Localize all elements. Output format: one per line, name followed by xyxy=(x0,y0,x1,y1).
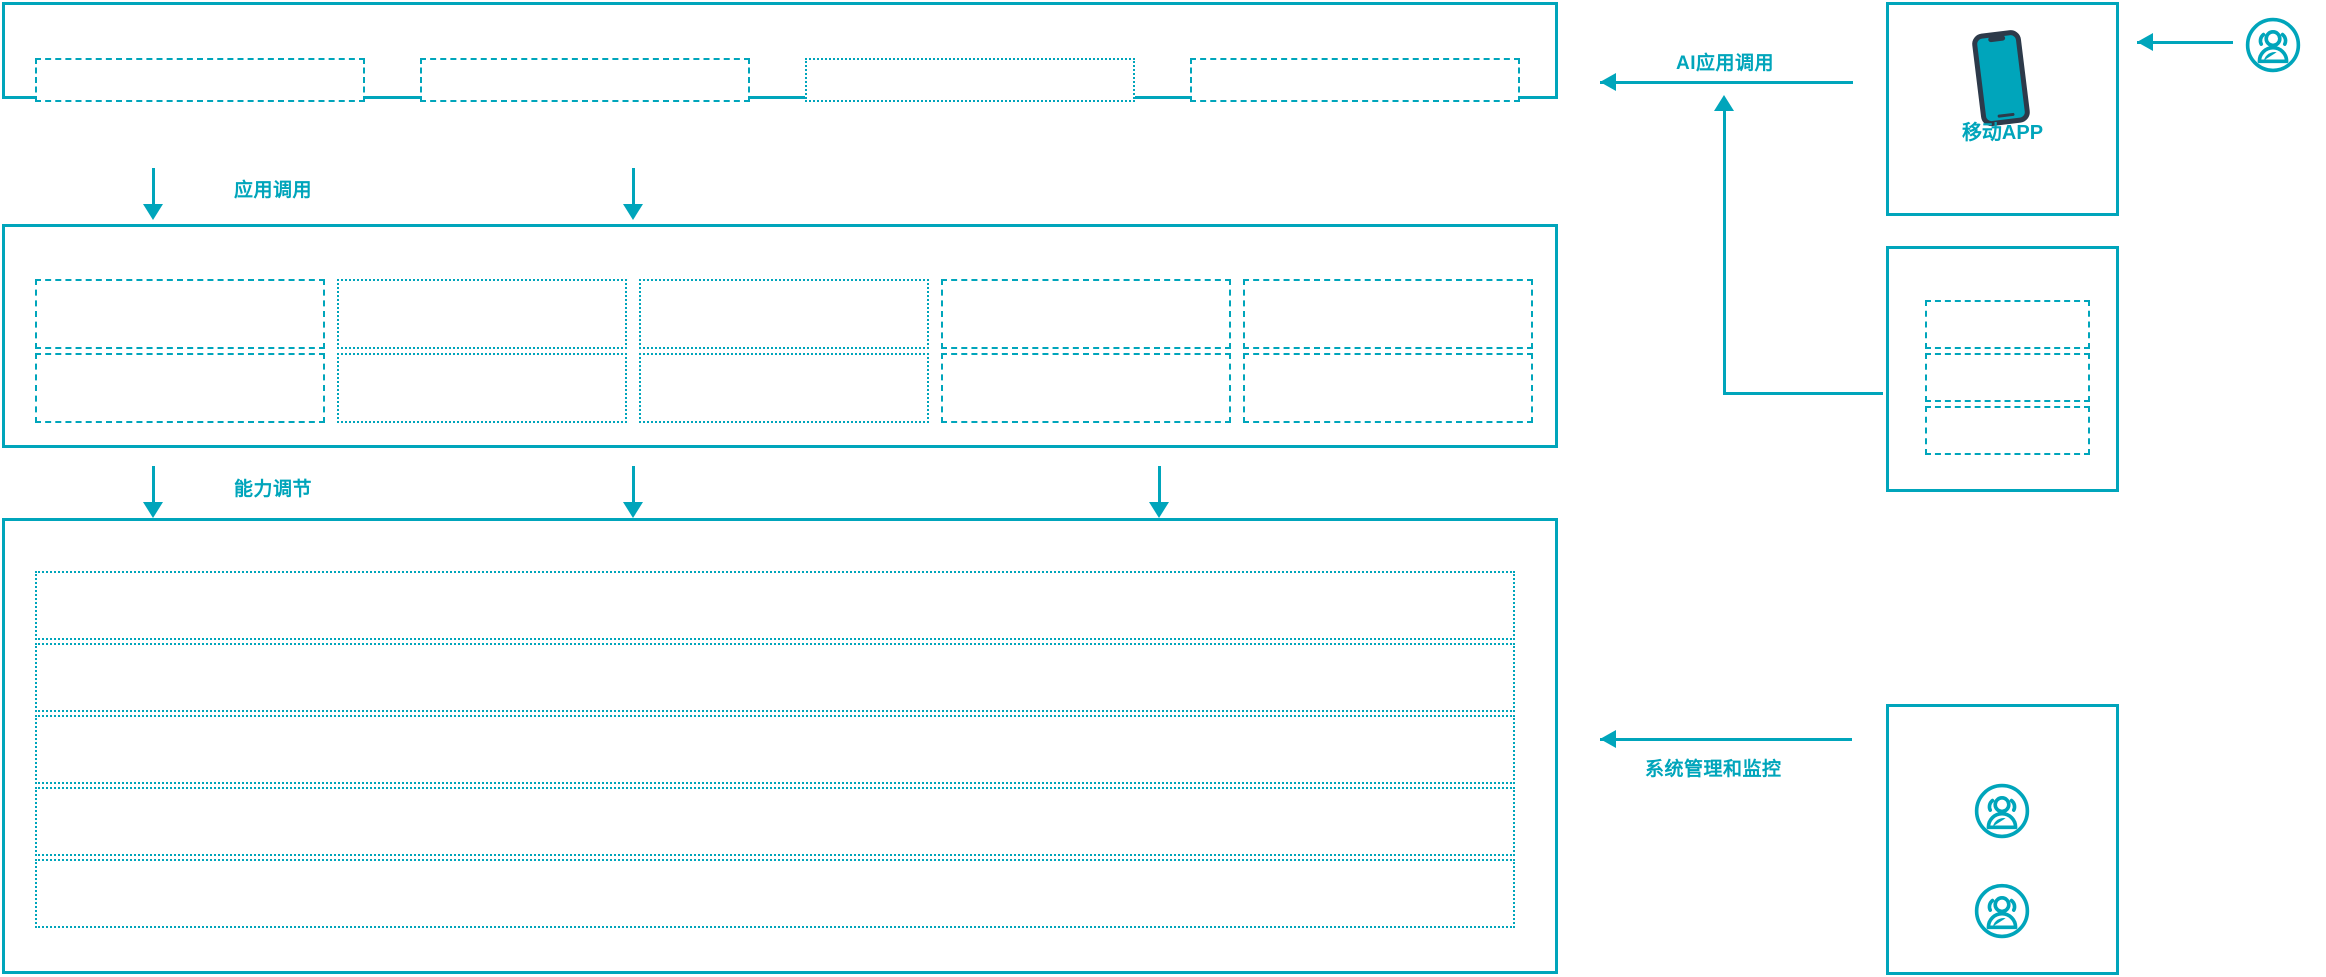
operations-card[interactable] xyxy=(1886,704,2119,975)
capability-box-r2c1[interactable] xyxy=(35,353,325,423)
end-user-actor[interactable] xyxy=(2242,14,2304,76)
capability-box-r2c3[interactable] xyxy=(639,353,929,423)
application-layer-box-2[interactable] xyxy=(420,58,750,102)
capability-box-r1c2[interactable] xyxy=(337,279,627,349)
capability-box-r2c5[interactable] xyxy=(1243,353,1533,423)
platform-layer-row-3[interactable] xyxy=(35,715,1515,784)
mobile-app-card-label: 移动APP xyxy=(1961,122,2044,144)
capability-box-r2c4[interactable] xyxy=(941,353,1231,423)
capability-box-r1c1[interactable] xyxy=(35,279,325,349)
platform-layer-row-1[interactable] xyxy=(35,571,1515,640)
capability-adjust-label: 能力调节 xyxy=(234,479,313,500)
channel-card-row-1[interactable] xyxy=(1925,300,2090,349)
application-layer-box-3[interactable] xyxy=(805,58,1135,102)
channel-card-row-3[interactable] xyxy=(1925,406,2090,455)
system-admin-monitor-label: 系统管理和监控 xyxy=(1645,759,1782,780)
application-layer-box-1[interactable] xyxy=(35,58,365,102)
capability-box-r1c4[interactable] xyxy=(941,279,1231,349)
app-call-label: 应用调用 xyxy=(234,180,313,201)
ai-app-call-label: AI应用调用 xyxy=(1676,53,1775,74)
capability-box-r2c2[interactable] xyxy=(337,353,627,423)
ai-app-call-elbow xyxy=(1723,392,1883,395)
user-group-icon xyxy=(1974,783,2030,839)
operations-card-user-icon-2[interactable] xyxy=(1971,880,2033,942)
platform-layer-row-5[interactable] xyxy=(35,859,1515,928)
operations-card-user-icon-1[interactable] xyxy=(1971,780,2033,842)
application-layer-box-4[interactable] xyxy=(1190,58,1520,102)
smartphone-icon xyxy=(1962,28,2042,128)
channel-card-row-2[interactable] xyxy=(1925,353,2090,402)
platform-layer-row-2[interactable] xyxy=(35,643,1515,712)
user-group-icon xyxy=(1974,883,2030,939)
platform-layer-row-4[interactable] xyxy=(35,787,1515,856)
capability-box-r1c3[interactable] xyxy=(639,279,929,349)
user-group-icon xyxy=(2245,17,2301,73)
capability-box-r1c5[interactable] xyxy=(1243,279,1533,349)
